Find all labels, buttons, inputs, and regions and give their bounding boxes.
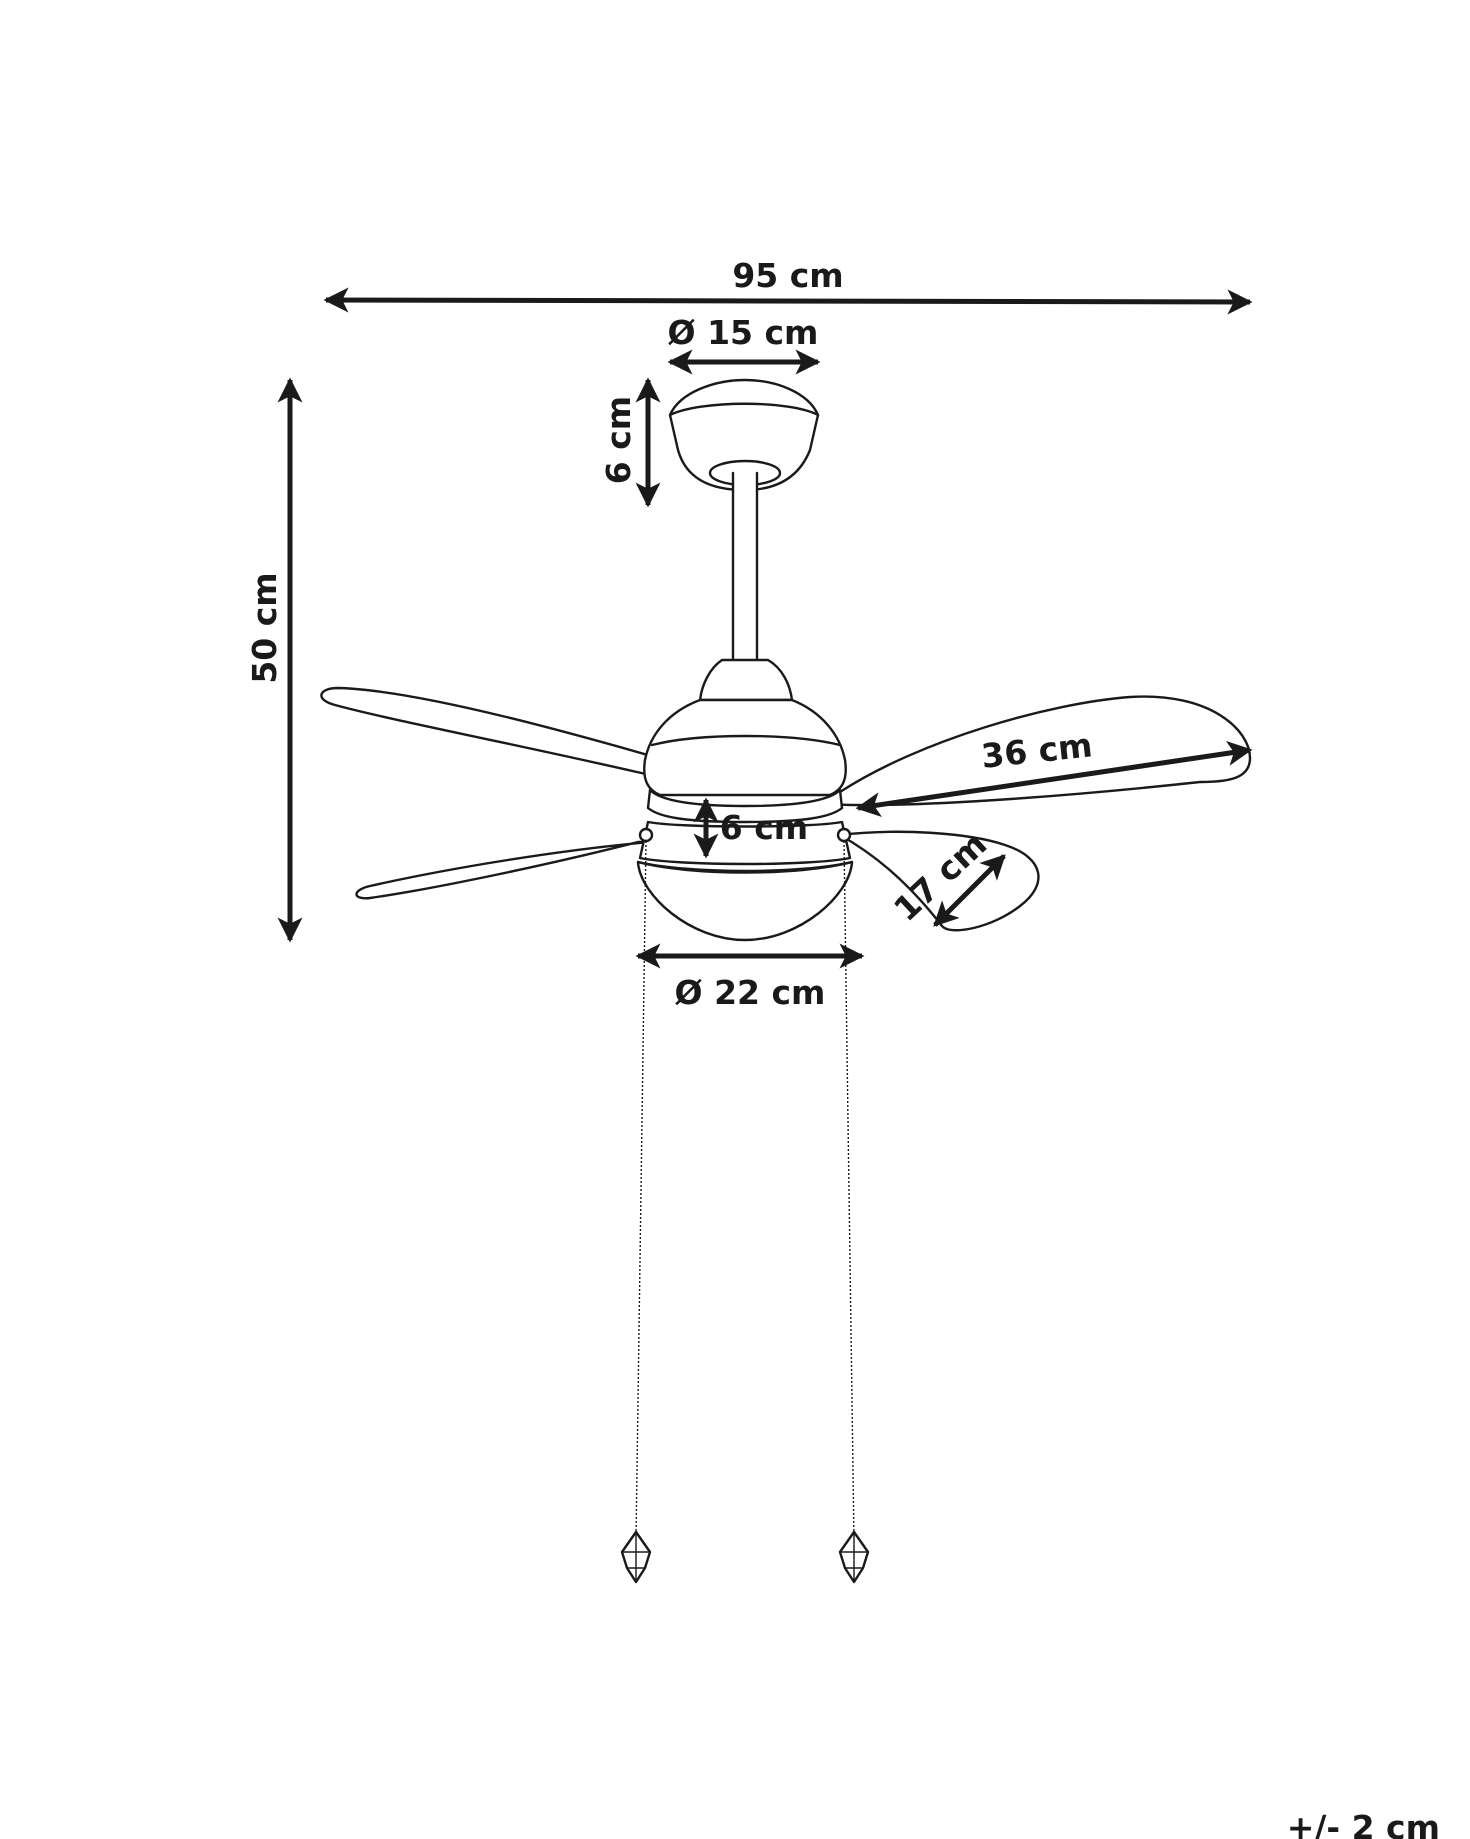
downrod	[731, 471, 759, 664]
blade-width-arrow	[933, 854, 1006, 927]
right-pendant	[838, 1530, 870, 1584]
dimension-labels: 95 cm Ø 15 cm 6 cm 50 cm 36 cm 6 cm 17 c…	[245, 256, 1440, 1839]
blade-lower-left	[355, 840, 652, 900]
right-eyelet	[836, 827, 852, 843]
light-globe-rim	[636, 860, 854, 873]
left-eyelet	[638, 827, 654, 843]
motor-band	[650, 734, 842, 747]
dimension-lines	[277, 287, 1253, 969]
canopy-height-label: 6 cm	[599, 396, 638, 484]
width-total-arrow	[323, 287, 1253, 315]
canopy-top-edge	[668, 402, 820, 417]
total-height-label: 50 cm	[245, 572, 284, 683]
light-height-label: 6 cm	[720, 808, 808, 847]
left-pull-chain	[635, 840, 647, 1541]
motor-cap	[698, 658, 794, 702]
light-diameter-label: Ø 22 cm	[675, 973, 826, 1012]
canopy-diameter-label: Ø 15 cm	[668, 313, 819, 352]
right-pull-chain	[843, 840, 855, 1541]
width-total-label: 95 cm	[732, 256, 843, 295]
light-globe	[636, 860, 854, 942]
tolerance-label: +/- 2 cm	[1287, 1808, 1440, 1839]
blade-upper-left	[320, 686, 702, 777]
left-pendant	[620, 1530, 652, 1584]
blade-length-arrow	[855, 740, 1253, 818]
motor-housing	[643, 698, 847, 797]
canopy	[668, 378, 820, 492]
